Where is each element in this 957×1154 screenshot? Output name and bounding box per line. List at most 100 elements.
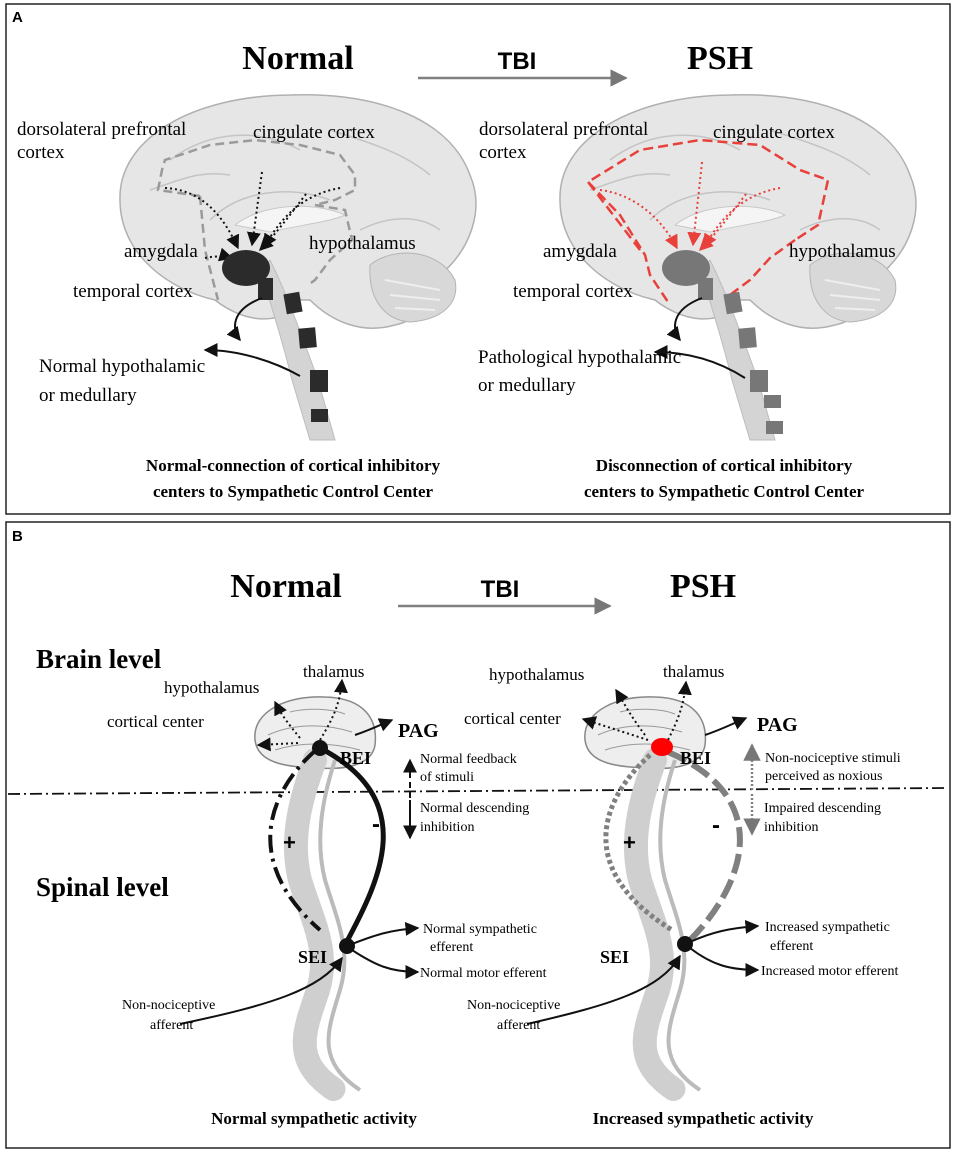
brainstem-block-normal-1 bbox=[258, 278, 273, 300]
brain-illustration-right bbox=[559, 94, 917, 441]
label-output-left-1: Normal hypothalamic bbox=[39, 356, 205, 377]
label-hypothalamus-left: hypothalamus bbox=[309, 233, 416, 254]
panel-b-title-normal: Normal bbox=[230, 568, 341, 605]
label-b-afferent-left-2: afferent bbox=[150, 1018, 193, 1033]
panel-b-title-psh: PSH bbox=[670, 568, 736, 605]
label-b-feedback-right-1: Non-nociceptive stimuli bbox=[765, 751, 901, 766]
cortical-network-psh-left bbox=[587, 181, 672, 306]
sei-node-right bbox=[677, 936, 693, 952]
projection-dlpfc-normal bbox=[164, 187, 240, 250]
label-b-feedback-right-2: perceived as noxious bbox=[765, 769, 882, 784]
caption-b-left: Normal sympathetic activity bbox=[211, 1109, 417, 1128]
label-b-thalamus-left: thalamus bbox=[303, 662, 364, 681]
panel-a-title-psh: PSH bbox=[687, 40, 753, 77]
sympathetic-arrow-left bbox=[351, 921, 420, 945]
arrow-cortical-left bbox=[256, 737, 299, 752]
label-b-pag-left: PAG bbox=[398, 720, 439, 742]
cortical-network-psh-outer bbox=[586, 138, 830, 251]
label-output-left-2: or medullary bbox=[39, 385, 137, 406]
label-output-right-2: or medullary bbox=[478, 375, 576, 396]
label-amygdala-left: amygdala bbox=[124, 241, 198, 262]
brainstem-block-psh-1 bbox=[698, 278, 713, 300]
panel-a-title-normal: Normal bbox=[242, 40, 353, 77]
arrow-thalamus-left bbox=[319, 678, 348, 741]
label-b-sei-left: SEI bbox=[298, 947, 327, 967]
projection-cingulate-normal-2 bbox=[259, 193, 307, 251]
brainstem-block-normal-3 bbox=[298, 327, 317, 349]
label-b-motor-left: Normal motor efferent bbox=[420, 966, 547, 981]
arrow-hypothalamus-left bbox=[274, 700, 301, 739]
panel-b-border bbox=[5, 521, 951, 1149]
panel-b-letter: B bbox=[12, 528, 23, 545]
label-temporal-right: temporal cortex bbox=[513, 281, 633, 302]
label-b-thalamus-right: thalamus bbox=[663, 662, 724, 681]
panel-a-border bbox=[5, 3, 951, 515]
panel-b: B Normal TBI PSH Brain level Spinal leve… bbox=[5, 521, 951, 1149]
panel-b-tbi-label: TBI bbox=[481, 576, 520, 603]
label-dlpfc-left-1: dorsolateral prefrontal bbox=[17, 119, 186, 140]
label-hypothalamus-right: hypothalamus bbox=[789, 241, 896, 262]
label-b-afferent-right-2: afferent bbox=[497, 1018, 540, 1033]
label-output-right-1: Pathological hypothalamic bbox=[478, 347, 681, 368]
label-b-symp-right-1: Increased sympathetic bbox=[765, 920, 890, 935]
arrow-thalamus-right bbox=[667, 680, 692, 741]
label-b-bei-right: BEI bbox=[680, 748, 711, 768]
label-cingulate-right: cingulate cortex bbox=[713, 122, 835, 143]
brainstem-block-psh-6 bbox=[766, 421, 783, 434]
label-b-afferent-left-1: Non-nociceptive bbox=[122, 998, 215, 1013]
motor-arrow-left bbox=[351, 949, 420, 979]
bei-node-right bbox=[651, 738, 673, 756]
label-b-plus-left: + bbox=[283, 830, 296, 855]
output-arrow-normal-2 bbox=[203, 343, 301, 377]
label-b-hypothalamus-right: hypothalamus bbox=[489, 665, 584, 684]
label-b-symp-left-1: Normal sympathetic bbox=[423, 922, 537, 937]
label-amygdala-right: amygdala bbox=[543, 241, 617, 262]
panel-a: A Normal TBI PSH dorsolateral prefrontal bbox=[5, 3, 951, 515]
label-b-symp-right-2: efferent bbox=[770, 939, 813, 954]
sympathetic-arrow-right bbox=[689, 919, 760, 943]
label-b-afferent-right-1: Non-nociceptive bbox=[467, 998, 560, 1013]
output-arrow-psh-2 bbox=[653, 345, 746, 379]
label-b-pag-right: PAG bbox=[757, 714, 798, 736]
label-b-descending-right-1: Impaired descending bbox=[764, 801, 881, 816]
excitatory-loop-right bbox=[603, 753, 674, 933]
label-b-hypothalamus-left: hypothalamus bbox=[164, 678, 259, 697]
label-spinal-level: Spinal level bbox=[36, 872, 169, 902]
cortical-network-normal-right bbox=[307, 203, 354, 287]
label-b-descending-right-2: inhibition bbox=[764, 820, 818, 835]
inhibitory-path-right bbox=[666, 749, 743, 943]
spine-right bbox=[624, 748, 702, 1102]
projection-cingulate-psh bbox=[687, 161, 703, 247]
label-cingulate-left: cingulate cortex bbox=[253, 122, 375, 143]
label-b-minus-left: - bbox=[372, 811, 380, 838]
cortical-network-normal-outer bbox=[156, 138, 357, 207]
brain-illustration-left bbox=[119, 94, 477, 441]
afferent-arrow-right bbox=[526, 954, 681, 1025]
excitatory-loop-left bbox=[268, 748, 322, 932]
brain-spinal-divider bbox=[7, 787, 949, 795]
brainstem-block-normal-2 bbox=[283, 291, 303, 315]
label-b-sei-right: SEI bbox=[600, 947, 629, 967]
caption-b-right: Increased sympathetic activity bbox=[593, 1109, 814, 1128]
panel-a-letter: A bbox=[12, 9, 23, 26]
label-dlpfc-left-2: cortex bbox=[17, 142, 65, 163]
arrow-pag-left bbox=[354, 718, 394, 736]
output-arrow-psh-1 bbox=[666, 297, 703, 342]
arrow-pag-right bbox=[704, 716, 748, 736]
sympathetic-control-center-normal bbox=[222, 250, 270, 286]
label-brain-level: Brain level bbox=[36, 644, 162, 674]
label-b-cortical-left: cortical center bbox=[107, 712, 204, 731]
label-b-minus-right: - bbox=[712, 812, 720, 839]
sei-node-left bbox=[339, 938, 355, 954]
spine-left bbox=[284, 748, 362, 1102]
label-b-motor-right: Increased motor efferent bbox=[761, 964, 898, 979]
sympathetic-control-center-psh bbox=[662, 250, 710, 286]
arrow-cortical-right bbox=[581, 716, 649, 741]
label-b-plus-right: + bbox=[623, 830, 636, 855]
inhibitory-path-left bbox=[318, 745, 386, 947]
caption-a-left-1: Normal-connection of cortical inhibitory bbox=[146, 456, 441, 475]
motor-arrow-right bbox=[689, 947, 760, 977]
label-b-feedback-left-2: of stimuli bbox=[420, 770, 474, 785]
cortical-network-psh-right bbox=[729, 238, 796, 296]
caption-a-right-2: centers to Sympathetic Control Center bbox=[584, 482, 865, 501]
